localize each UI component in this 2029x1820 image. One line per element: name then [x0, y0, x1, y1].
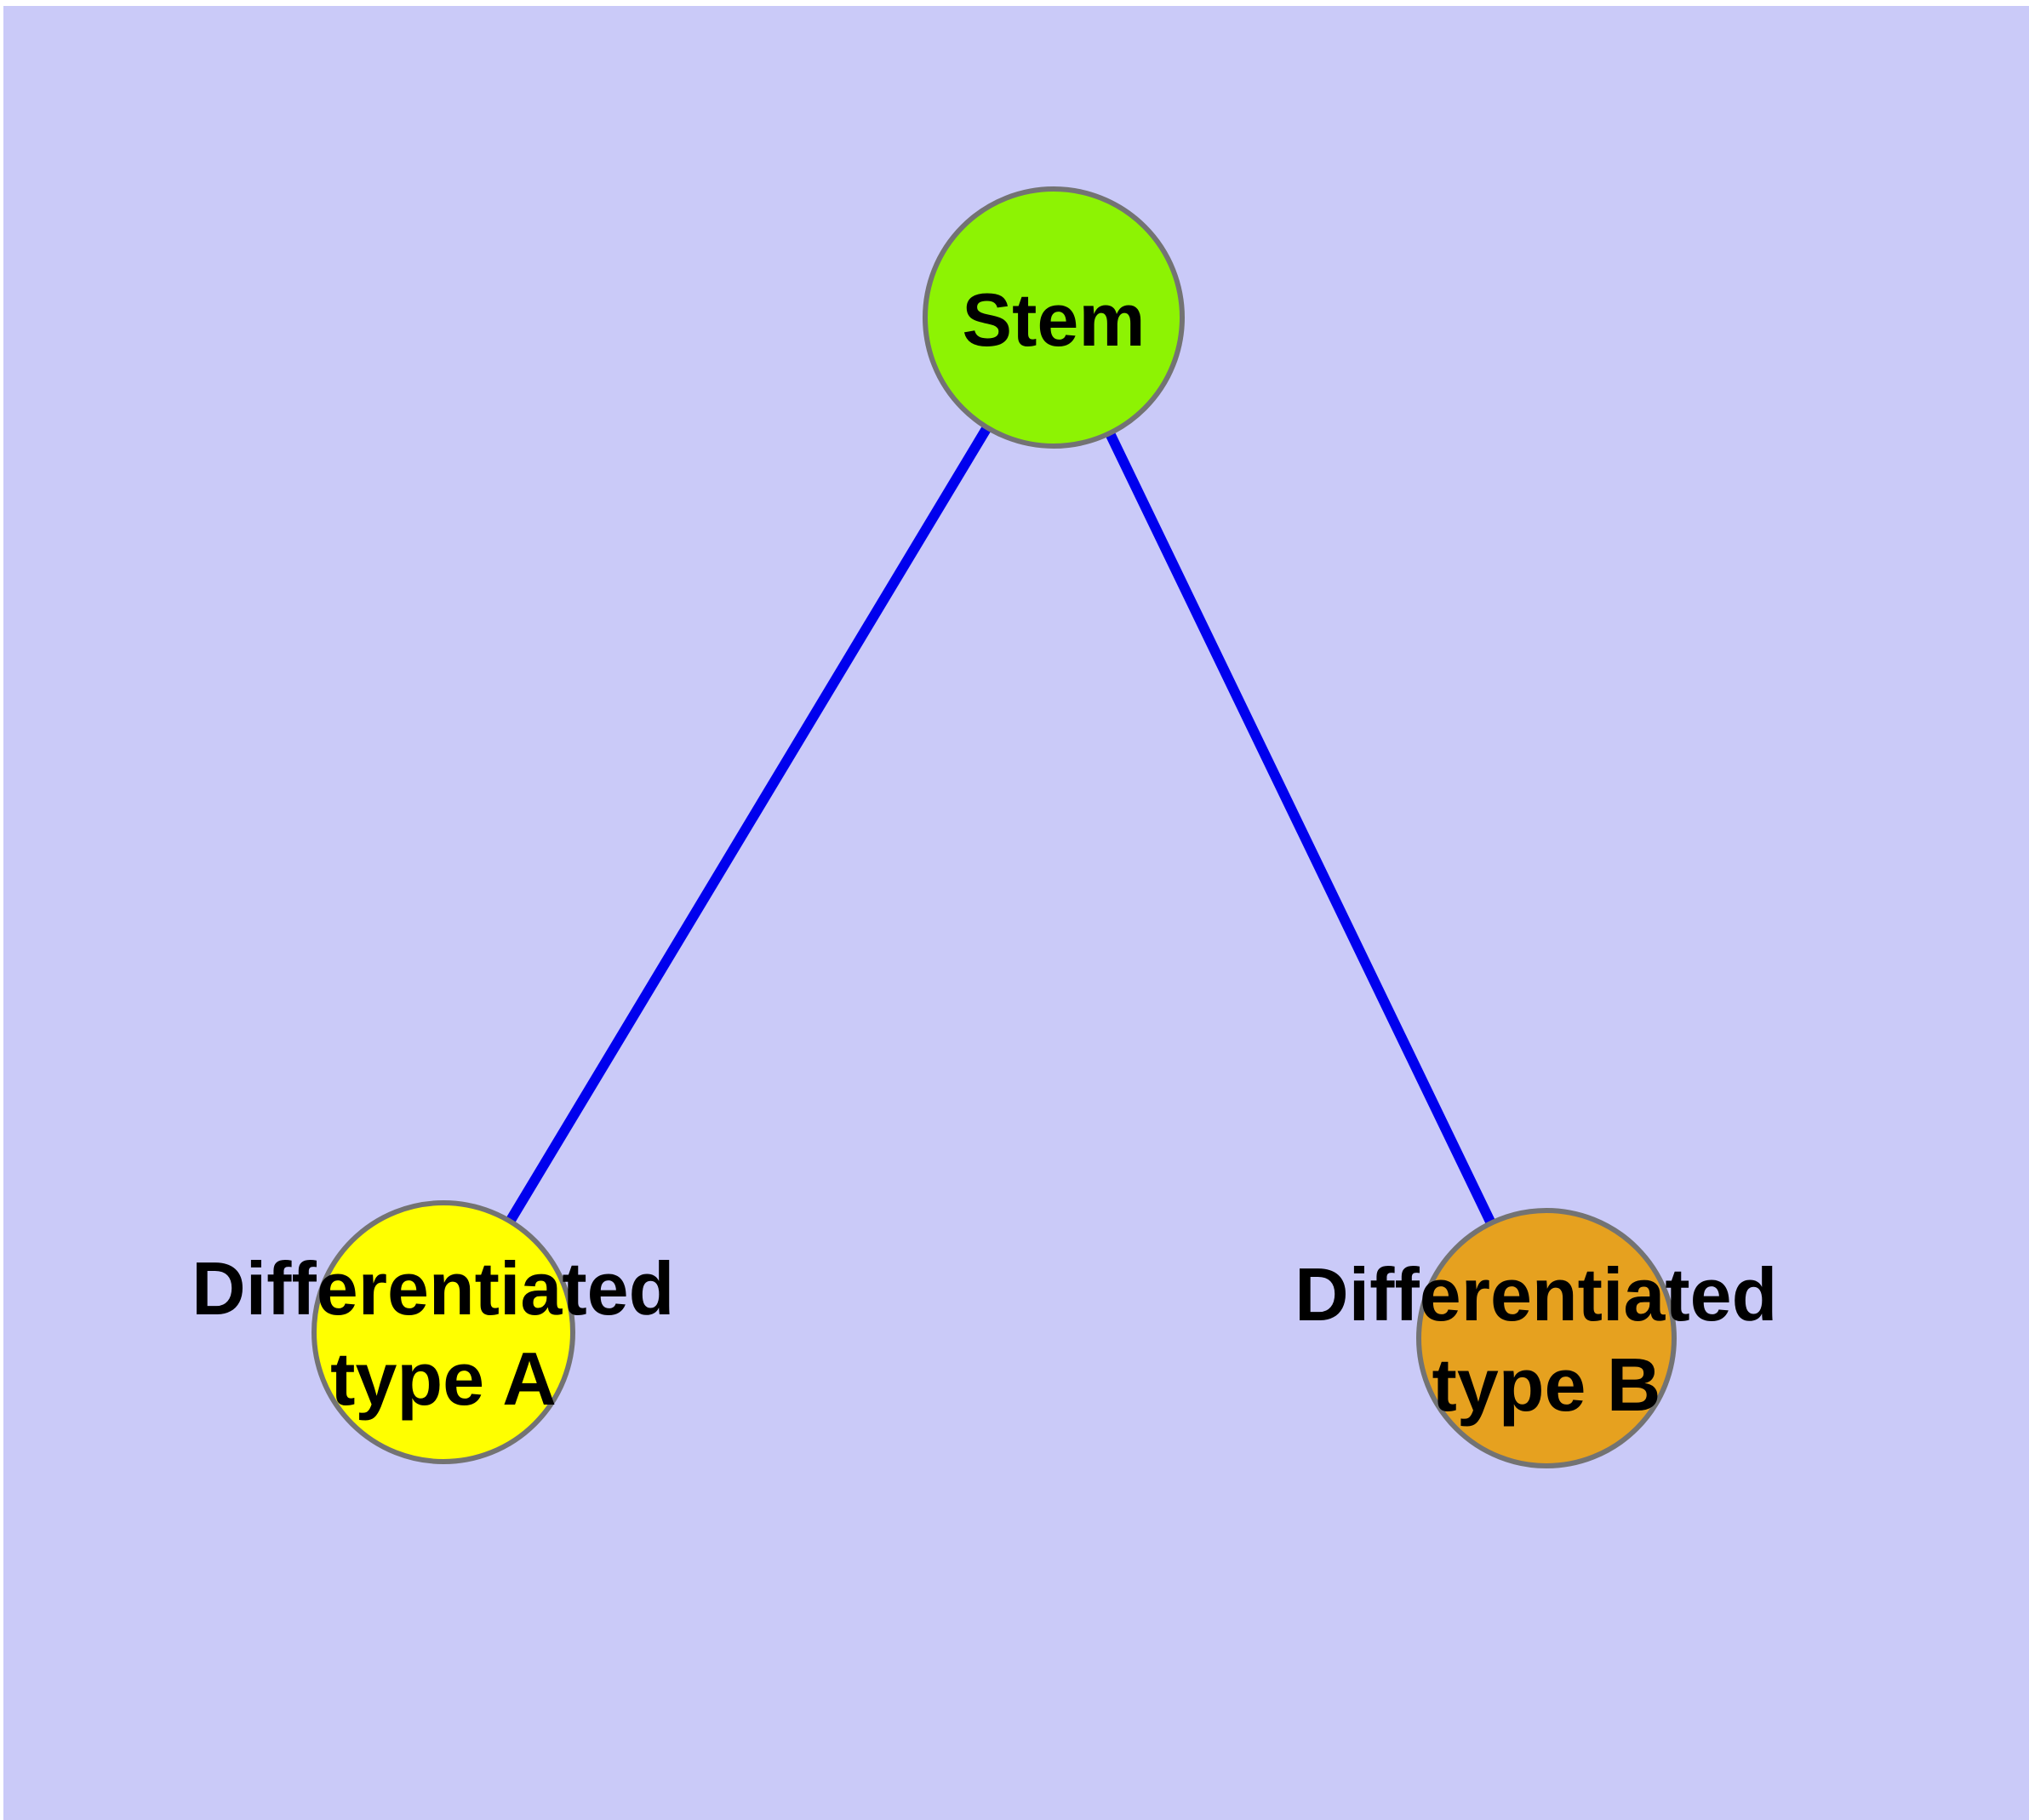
node-typeA-label: Differentiated type A: [191, 1246, 695, 1421]
node-typeA-label-line2: type A: [330, 1336, 557, 1421]
label-group: Stem Differentiated type A Differentiate…: [191, 278, 1798, 1427]
node-differentiated-type-b: [1416, 1208, 1677, 1468]
node-typeB-label-line2: type B: [1432, 1342, 1661, 1427]
node-stem: [923, 186, 1185, 449]
edge-stem-typeB: [1105, 431, 1495, 1224]
edge-stem-typeA: [505, 424, 992, 1225]
node-stem-label: Stem: [962, 278, 1145, 362]
edge-group: [505, 424, 1495, 1225]
node-typeA-label-line1: Differentiated: [191, 1246, 674, 1331]
node-differentiated-type-a: [311, 1200, 575, 1464]
node-group: [311, 186, 1677, 1468]
node-typeB-label: Differentiated type B: [1295, 1252, 1798, 1427]
node-typeB-label-line1: Differentiated: [1295, 1252, 1777, 1336]
